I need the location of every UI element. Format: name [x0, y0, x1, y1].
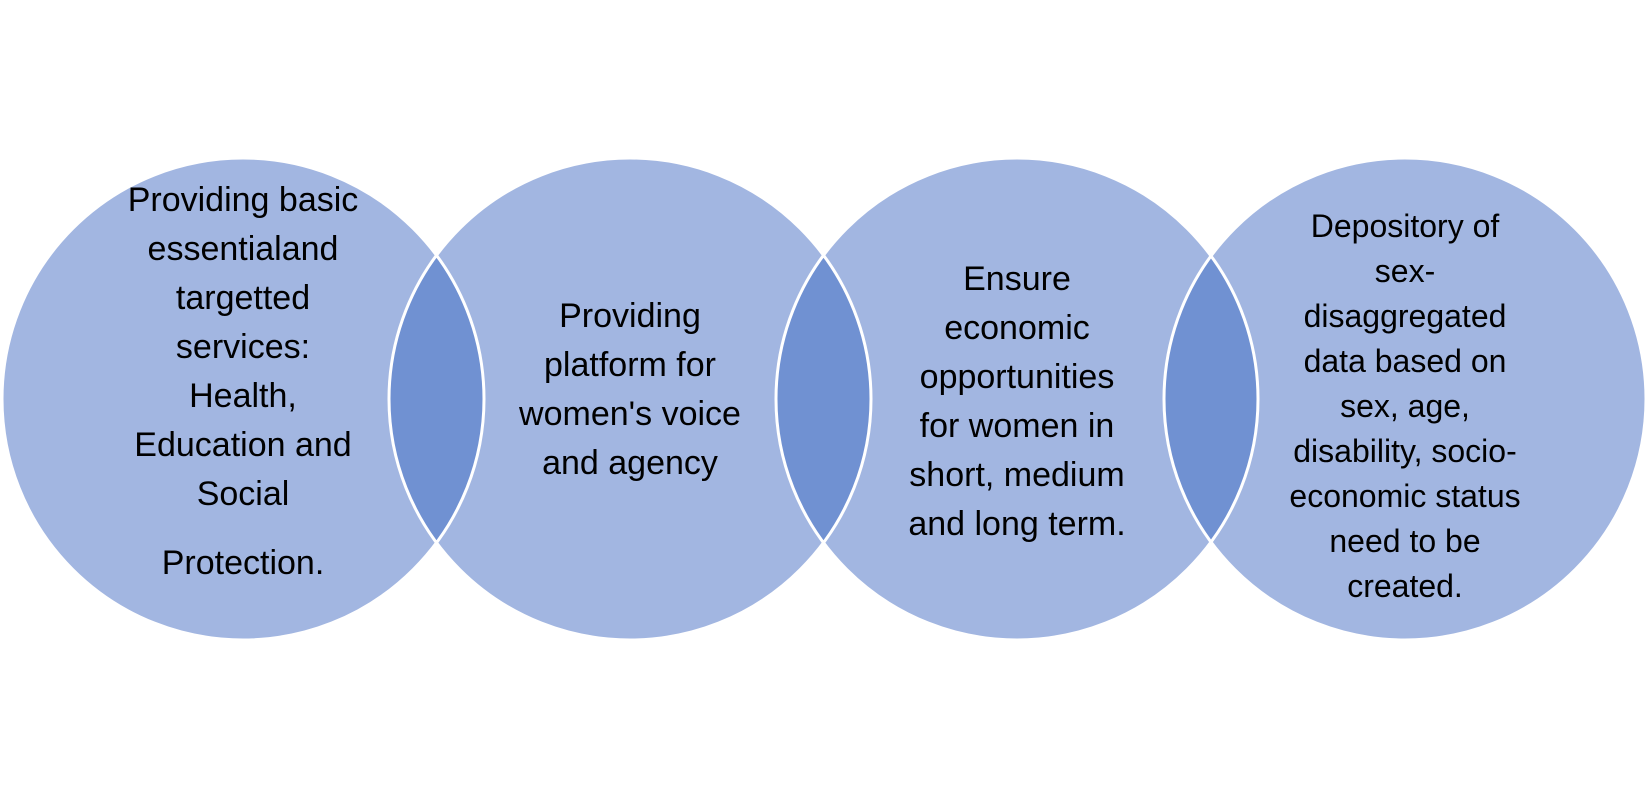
circle-4-label: Depository of sex- disaggregated data ba… — [1245, 176, 1565, 636]
circle-1-line-4: services: — [175, 328, 311, 366]
circle-4-line-9: created. — [1347, 567, 1463, 604]
circle-3 — [776, 158, 1258, 640]
circle-2 — [389, 158, 871, 640]
circle-3-label: Ensure economic opportunities for women … — [867, 202, 1167, 602]
circle-3-line-1: Ensure — [963, 260, 1071, 298]
circle-1-line-5: Health, — [189, 377, 297, 415]
circle-1-outline — [0, 156, 486, 642]
circle-1-label: Providing basic essentialand targetted s… — [83, 176, 403, 628]
circle-1-line-7: Social — [196, 475, 290, 513]
circle-1-line-2: essentialand — [147, 230, 339, 268]
circle-2-line-4: and agency — [542, 444, 718, 482]
circle-2-line-2: platform for — [544, 346, 716, 384]
circle-3-line-6: and long term. — [908, 505, 1126, 543]
circle-3-outline — [774, 156, 1260, 642]
circle-4 — [1164, 158, 1646, 640]
circle-3-line-2: economic — [944, 309, 1090, 347]
circle-4-line-6: disability, socio- — [1293, 432, 1517, 469]
circle-4-outline — [1162, 156, 1648, 642]
circle-1-line-8: Protection. — [161, 544, 325, 582]
circle-3-line-4: for women in — [919, 407, 1115, 445]
circle-3-line-3: opportunities — [919, 358, 1115, 396]
circle-3-line-5: short, medium — [909, 456, 1125, 494]
circle-2-outline — [387, 156, 873, 642]
circle-4-line-4: data based on — [1303, 342, 1507, 379]
circle-4-line-7: economic status — [1289, 477, 1521, 514]
circle-4-line-3: disaggregated — [1303, 297, 1507, 334]
circle-4-line-2: sex- — [1374, 252, 1436, 289]
circle-4-line-1: Depository of — [1310, 207, 1500, 244]
circle-1-line-3: targetted — [175, 279, 311, 317]
circle-2-label: Providing platform for women's voice and… — [480, 200, 780, 580]
circle-4-line-8: need to be — [1329, 522, 1481, 559]
circle-4-line-5: sex, age, — [1340, 387, 1470, 424]
circle-1-line-6: Education and — [134, 426, 352, 464]
circle-2-line-1: Providing — [559, 297, 701, 335]
circle-2-line-3: women's voice — [519, 395, 741, 433]
circle-1 — [2, 158, 484, 640]
circle-1-line-1: Providing basic — [127, 181, 359, 219]
